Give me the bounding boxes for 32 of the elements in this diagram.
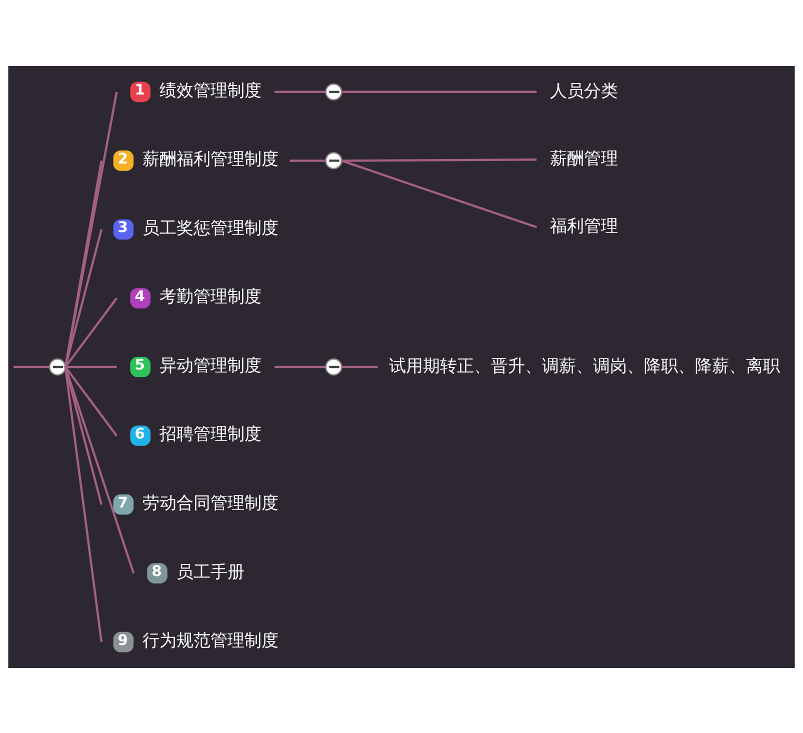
connector: [64, 228, 103, 367]
node-circle: [325, 82, 342, 100]
connector: [342, 90, 537, 93]
node-label: 员工手册: [176, 560, 244, 581]
connector: [342, 158, 537, 162]
connector: [64, 297, 118, 368]
node-label: 薪酬福利管理制度: [142, 148, 279, 168]
node-text: 试用期转正、晋升、调薪、调岗、降职、降薪、离职: [388, 355, 780, 376]
connector: [64, 366, 118, 436]
connector: [274, 365, 326, 368]
node-circle: [325, 152, 342, 169]
connector: [274, 90, 326, 93]
node-label: 招聘管理制度: [160, 423, 262, 444]
connector: [64, 366, 103, 642]
node-text: 福利管理: [550, 215, 618, 236]
node-circle: [48, 358, 66, 376]
node-label: 异动管理制度: [160, 354, 262, 374]
connector: [14, 365, 50, 368]
connector: [65, 365, 117, 368]
node-label: 行为规范管理制度: [142, 630, 279, 650]
node-circle: [325, 358, 342, 376]
connector: [342, 365, 378, 368]
node-label: 劳动合同管理制度: [142, 492, 279, 512]
node-text: 人员分类: [550, 80, 618, 100]
node-text: 薪酬管理: [550, 148, 618, 168]
connector: [290, 159, 326, 162]
connector: [64, 160, 103, 367]
connector: [64, 91, 118, 367]
node-label: 员工奖惩管理制度: [142, 216, 279, 237]
node-label: 考勤管理制度: [160, 286, 262, 306]
node-label: 绩效管理制度: [160, 79, 262, 100]
connector: [341, 159, 537, 228]
